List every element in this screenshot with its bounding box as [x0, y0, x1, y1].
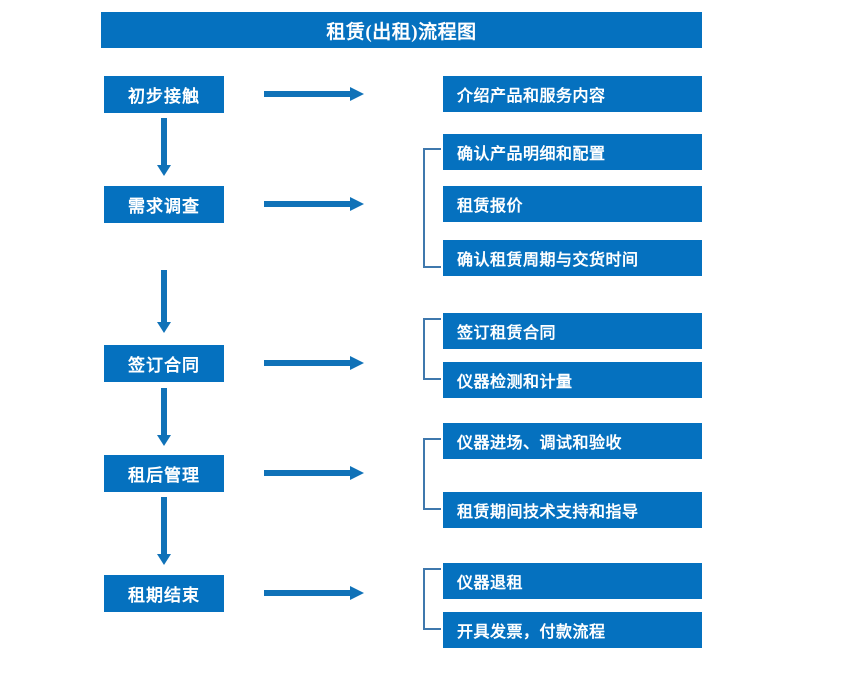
vertical-arrow-3 — [157, 388, 171, 446]
horizontal-arrow-stage-5 — [264, 586, 364, 600]
arrow-shaft — [264, 201, 350, 207]
detail-box-签订租赁合同[interactable]: 签订租赁合同 — [443, 313, 702, 349]
arrow-shaft — [264, 91, 350, 97]
detail-box-租赁期间技术支持和指导[interactable]: 租赁期间技术支持和指导 — [443, 492, 702, 528]
diagram-title: 租赁(出租)流程图 — [101, 12, 702, 48]
detail-box-仪器检测和计量[interactable]: 仪器检测和计量 — [443, 362, 702, 398]
group-bracket-stage-5 — [423, 568, 441, 630]
arrow-shaft — [161, 118, 167, 165]
arrow-shaft — [264, 590, 350, 596]
detail-box-仪器进场调试和验收[interactable]: 仪器进场、调试和验收 — [443, 423, 702, 459]
arrow-shaft — [161, 497, 167, 554]
arrow-shaft — [161, 388, 167, 435]
stage-box-租期结束[interactable]: 租期结束 — [104, 575, 224, 612]
stage-box-租后管理[interactable]: 租后管理 — [104, 455, 224, 492]
arrow-head — [350, 356, 364, 370]
arrow-head — [350, 197, 364, 211]
detail-box-确认产品明细和配置[interactable]: 确认产品明细和配置 — [443, 134, 702, 170]
arrow-head — [350, 466, 364, 480]
arrow-head — [350, 87, 364, 101]
arrow-shaft — [264, 470, 350, 476]
vertical-arrow-4 — [157, 497, 171, 565]
vertical-arrow-1 — [157, 118, 171, 176]
horizontal-arrow-stage-2 — [264, 197, 364, 211]
detail-box-开具发票付款流程[interactable]: 开具发票，付款流程 — [443, 612, 702, 648]
arrow-head — [350, 586, 364, 600]
horizontal-arrow-stage-1 — [264, 87, 364, 101]
arrow-shaft — [264, 360, 350, 366]
horizontal-arrow-stage-4 — [264, 466, 364, 480]
group-bracket-stage-2 — [423, 148, 441, 268]
arrow-shaft — [161, 270, 167, 322]
stage-box-需求调查[interactable]: 需求调查 — [104, 186, 224, 223]
arrow-head — [157, 322, 171, 333]
arrow-head — [157, 435, 171, 446]
arrow-head — [157, 165, 171, 176]
horizontal-arrow-stage-3 — [264, 356, 364, 370]
stage-box-签订合同[interactable]: 签订合同 — [104, 345, 224, 382]
stage-box-初步接触[interactable]: 初步接触 — [104, 76, 224, 113]
detail-box-介绍产品和服务内容[interactable]: 介绍产品和服务内容 — [443, 76, 702, 112]
group-bracket-stage-4 — [423, 438, 441, 510]
group-bracket-stage-3 — [423, 318, 441, 380]
detail-box-租赁报价[interactable]: 租赁报价 — [443, 186, 702, 222]
detail-box-仪器退租[interactable]: 仪器退租 — [443, 563, 702, 599]
vertical-arrow-2 — [157, 270, 171, 333]
arrow-head — [157, 554, 171, 565]
detail-box-确认租赁周期与交货时间[interactable]: 确认租赁周期与交货时间 — [443, 240, 702, 276]
